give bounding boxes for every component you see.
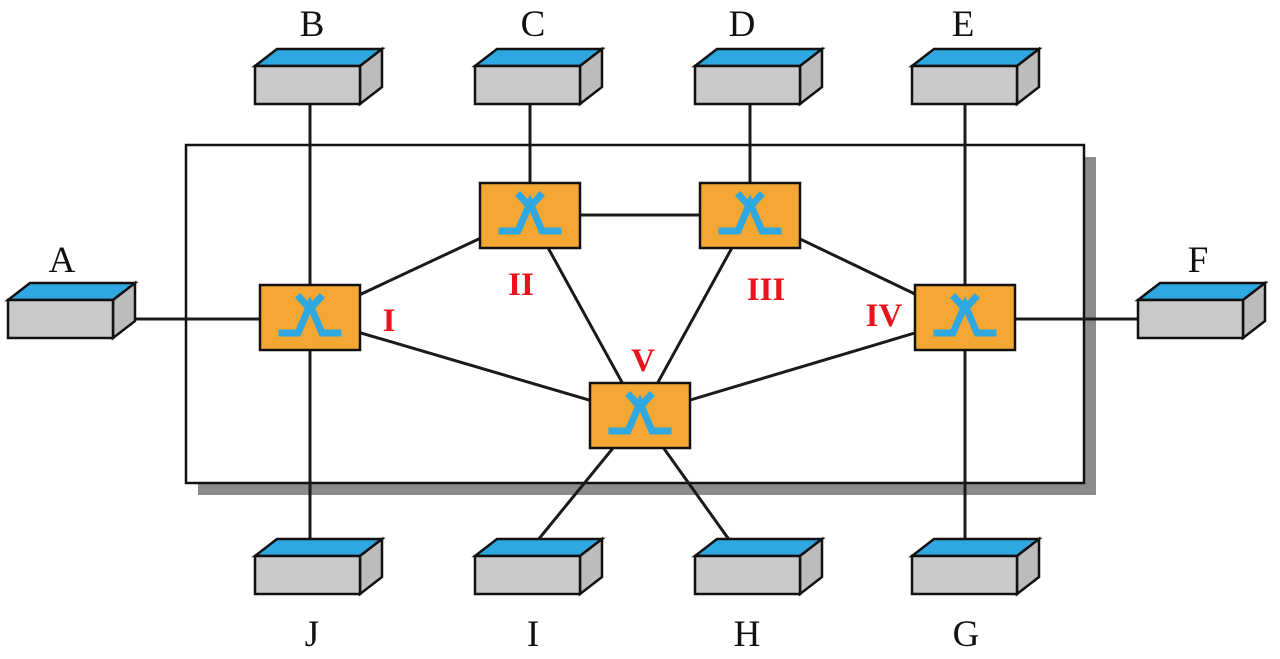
link-router-i-router-v (309, 316, 641, 417)
host-box-e (910, 47, 1041, 106)
router-box-ii (480, 183, 580, 248)
router-box-i (260, 285, 360, 350)
host-label-d: D (729, 4, 756, 45)
host-label-f: F (1188, 240, 1209, 281)
router-label-ii: II (508, 267, 534, 303)
host-label-g: G (953, 614, 980, 655)
host-box-a (6, 281, 137, 340)
host-box-d (693, 47, 824, 106)
host-label-j: J (305, 614, 319, 655)
host-label-c: C (521, 4, 546, 45)
router-box-v (590, 383, 690, 448)
host-box-j (253, 537, 384, 596)
host-box-h (693, 537, 824, 596)
router-label-iv: IV (866, 298, 903, 334)
router-box-iii (700, 183, 800, 248)
router-label-i: I (383, 303, 396, 339)
host-label-h: H (734, 614, 761, 655)
host-box-b (253, 47, 384, 106)
host-label-e: E (952, 4, 975, 45)
host-box-f (1136, 281, 1267, 340)
host-box-g (910, 537, 1041, 596)
host-label-a: A (49, 240, 76, 281)
host-box-c (473, 47, 604, 106)
host-label-b: B (300, 4, 325, 45)
host-label-i: I (527, 614, 539, 655)
link-router-iv-router-v (639, 316, 966, 417)
router-box-iv (915, 285, 1015, 350)
host-box-i (473, 537, 604, 596)
router-label-v: V (631, 343, 655, 379)
router-label-iii: III (747, 272, 786, 308)
